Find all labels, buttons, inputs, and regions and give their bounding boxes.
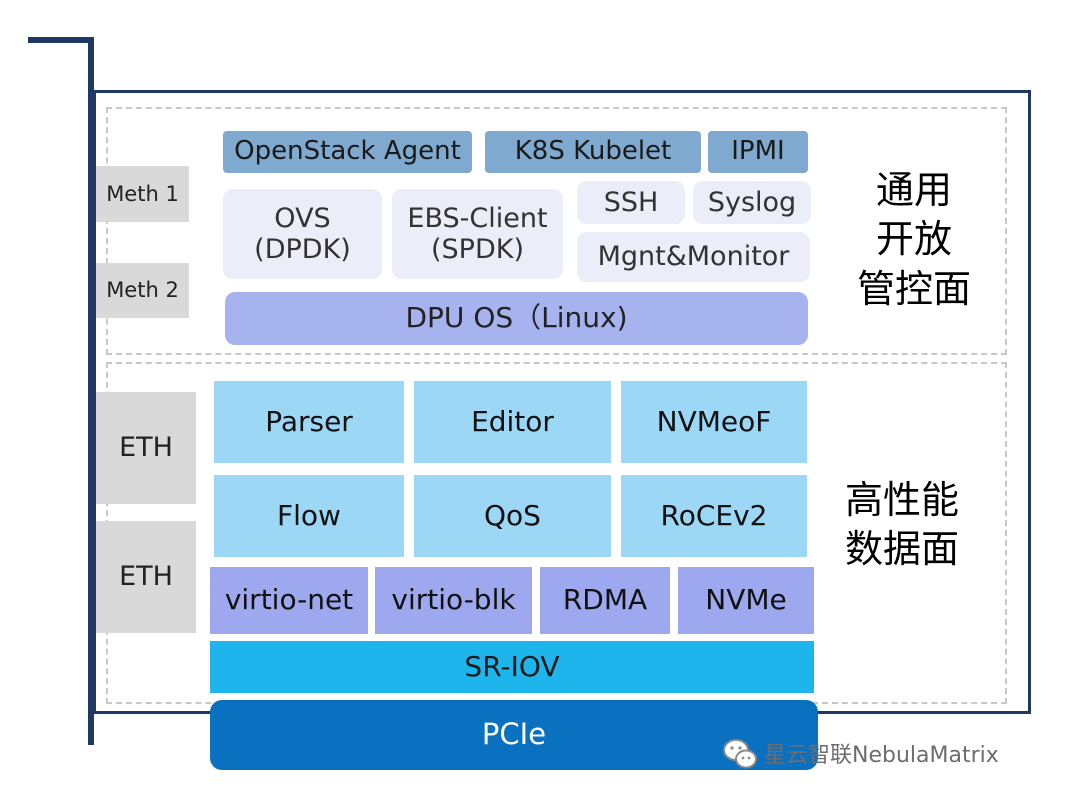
data-plane-label: 高性能 数据面 xyxy=(844,477,959,571)
bracket-top-bar xyxy=(28,37,94,43)
mgnt-monitor-box: Mgnt&Monitor xyxy=(577,232,810,282)
syslog-box: Syslog xyxy=(693,181,811,224)
control-plane-region xyxy=(106,107,1007,355)
virtio-net-box: virtio-net xyxy=(210,567,368,634)
watermark-text: 星云智联NebulaMatrix xyxy=(764,743,999,768)
eth-port-1: ETH xyxy=(96,392,196,504)
flow-box: Flow xyxy=(214,475,404,557)
ipmi-box: IPMI xyxy=(708,131,808,173)
qos-box: QoS xyxy=(414,475,611,557)
meth-1-port: Meth 1 xyxy=(96,166,189,222)
nvmeof-box: NVMeoF xyxy=(621,381,807,463)
nvme-box: NVMe xyxy=(678,567,814,634)
rocev2-box: RoCEv2 xyxy=(621,475,807,557)
openstack-agent-box: OpenStack Agent xyxy=(223,131,472,173)
pcie-box: PCIe xyxy=(210,700,818,770)
ebs-client-box: EBS-Client (SPDK) xyxy=(392,189,563,279)
eth-port-2: ETH xyxy=(96,521,196,633)
rdma-box: RDMA xyxy=(540,567,670,634)
editor-box: Editor xyxy=(414,381,611,463)
dpu-os-box: DPU OS（Linux) xyxy=(225,292,808,345)
wechat-icon xyxy=(722,737,758,771)
k8s-kubelet-box: K8S Kubelet xyxy=(485,131,701,173)
ssh-box: SSH xyxy=(577,181,685,224)
virtio-blk-box: virtio-blk xyxy=(375,567,532,634)
ovs-dpdk-box: OVS (DPDK) xyxy=(223,189,382,279)
bracket-left-bar xyxy=(88,37,94,745)
parser-box: Parser xyxy=(214,381,404,463)
control-plane-label: 通用 开放 管控面 xyxy=(856,167,971,311)
sr-iov-box: SR-IOV xyxy=(210,641,814,693)
meth-2-port: Meth 2 xyxy=(96,263,189,318)
